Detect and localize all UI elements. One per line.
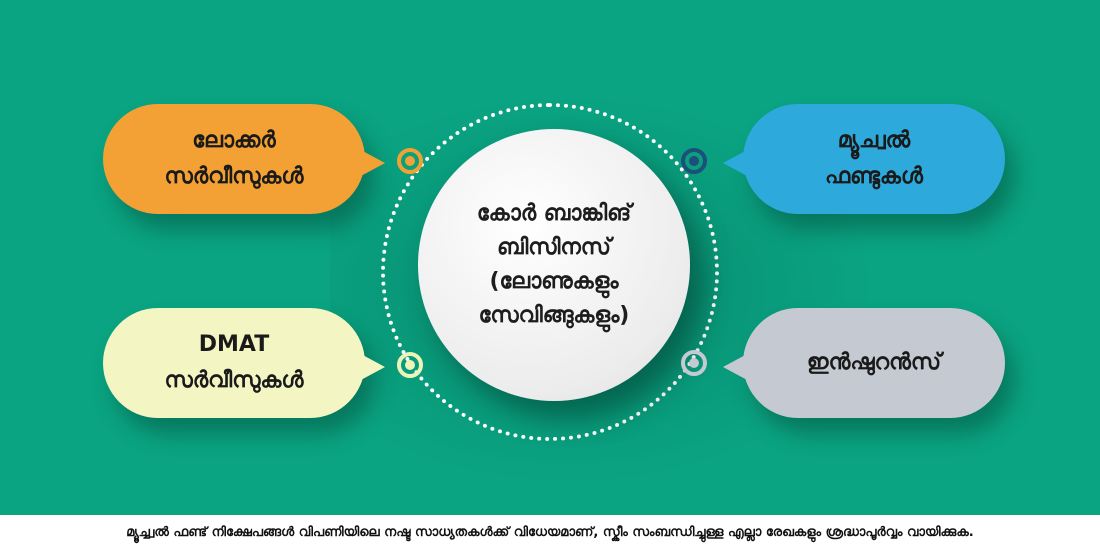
- connector-node-icon: [397, 148, 423, 174]
- bubble-label: ലോക്കർ സർവീസുകൾ: [164, 128, 304, 189]
- bubble-tail: [359, 353, 385, 381]
- bubble-tail: [359, 149, 385, 177]
- bubble-insurance: ഇൻഷുറൻസ്: [723, 308, 1005, 418]
- bubble-tail: [723, 149, 749, 177]
- connector-node-icon: [681, 350, 707, 376]
- disclaimer-text: മ്യൂച്ച്വൽ ഫണ്ട് നിക്ഷേപങ്ങൾ വിപണിയിലെ ന…: [126, 525, 974, 540]
- bubble-label: മ്യൂച്വൽ ഫണ്ടുകൾ: [824, 128, 923, 189]
- dotted-ring: [381, 103, 719, 441]
- bubble-locker-services: ലോക്കർ സർവീസുകൾ: [103, 104, 385, 214]
- center-circle: കോർ ബാങ്കിങ് ബിസിനസ് (ലോണുകളും സേവിങ്ങുക…: [418, 129, 690, 401]
- connector-node-icon: [681, 148, 707, 174]
- bubble-tail: [723, 353, 749, 381]
- bubble-label: DMAT സർവീസുകൾ: [164, 332, 304, 393]
- bubble-mutual-funds: മ്യൂച്വൽ ഫണ്ടുകൾ: [723, 104, 1005, 214]
- diagram-canvas: കോർ ബാങ്കിങ് ബിസിനസ് (ലോണുകളും സേവിങ്ങുക…: [0, 0, 1100, 515]
- center-label: കോർ ബാങ്കിങ് ബിസിനസ് (ലോണുകളും സേവിങ്ങുക…: [476, 201, 632, 328]
- bubble-label: ഇൻഷുറൻസ്: [806, 350, 942, 375]
- bubble-dmat-services: DMAT സർവീസുകൾ: [103, 308, 385, 418]
- connector-node-icon: [397, 352, 423, 378]
